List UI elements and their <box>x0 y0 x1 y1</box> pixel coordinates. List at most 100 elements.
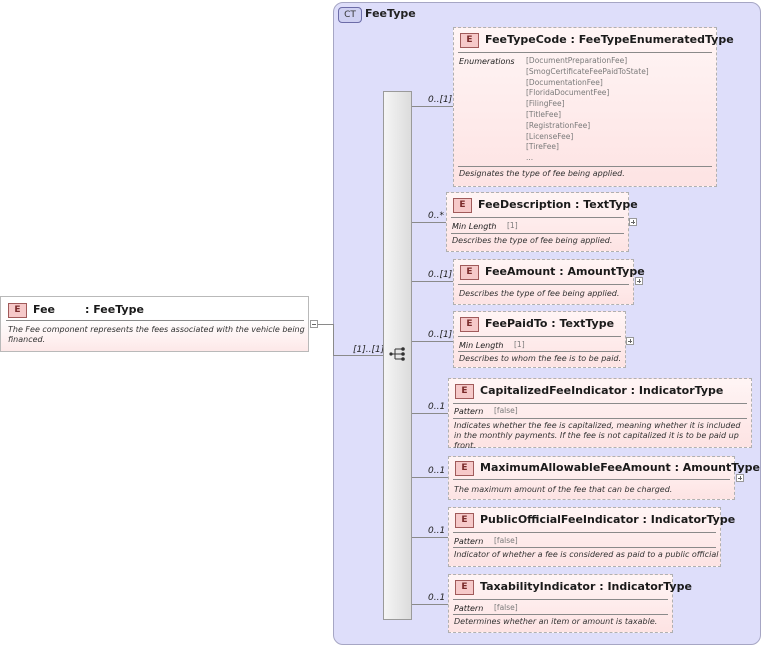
cardinality: 0..[1] <box>428 330 453 340</box>
cardinality: 0..[1] <box>428 270 453 280</box>
expand-icon[interactable] <box>635 277 643 285</box>
enumeration-value: [RegistrationFee] <box>526 120 591 130</box>
element-title: CapitalizedFeeIndicator : IndicatorType <box>480 384 724 397</box>
element-maximumallowablefeeamount[interactable]: E MaximumAllowableFeeAmount : AmountType… <box>448 456 760 500</box>
connector-line <box>318 324 333 325</box>
divider <box>458 351 621 352</box>
element-title: FeeAmount : AmountType <box>485 265 645 278</box>
divider <box>458 336 621 337</box>
element-badge: E <box>8 303 27 318</box>
element-feeamount[interactable]: E FeeAmount : AmountType Describes the t… <box>453 259 645 305</box>
enumeration-value: [SmogCertificateFeePaidToState] <box>526 66 649 76</box>
element-badge: E <box>460 317 479 332</box>
divider <box>453 403 747 404</box>
element-taxabilityindicator[interactable]: E TaxabilityIndicator : IndicatorType Pa… <box>448 574 692 633</box>
cardinality: 0..1 <box>428 466 446 476</box>
element-publicofficialfeeindicator[interactable]: E PublicOfficialFeeIndicator : Indicator… <box>448 507 735 567</box>
divider <box>453 599 668 600</box>
element-title: MaximumAllowableFeeAmount : AmountType <box>480 461 760 474</box>
sequence-compositor[interactable] <box>383 91 412 620</box>
branch-line <box>412 413 448 414</box>
element-capitalizedfeeindicator[interactable]: E CapitalizedFeeIndicator : IndicatorTyp… <box>448 378 752 450</box>
cardinality: 0..[1] <box>428 95 453 105</box>
root-element-fee[interactable]: E Fee : FeeType The Fee component repres… <box>0 296 309 352</box>
enumeration-ellipsis: ... <box>526 153 534 163</box>
connector-line <box>333 355 383 356</box>
element-feedescription[interactable]: E FeeDescription : TextType Min Length [… <box>446 192 638 252</box>
branch-line <box>412 106 453 107</box>
root-element-type: : FeeType <box>85 303 144 316</box>
divider <box>453 532 716 533</box>
element-badge: E <box>460 33 479 48</box>
facet-label: Pattern <box>454 407 484 416</box>
root-cardinality: [1]..[1] <box>353 345 385 355</box>
element-description: The maximum amount of the fee that can b… <box>454 485 673 494</box>
element-badge: E <box>455 384 474 399</box>
element-badge: E <box>455 580 474 595</box>
element-feetypecode[interactable]: E FeeTypeCode : FeeTypeEnumeratedType En… <box>453 27 734 187</box>
cardinality: 0..1 <box>428 402 446 412</box>
divider <box>451 233 624 234</box>
element-title: FeePaidTo : TextType <box>485 317 615 330</box>
element-title: FeeDescription : TextType <box>478 198 638 211</box>
facet-label: Pattern <box>454 604 484 613</box>
branch-line <box>412 604 448 605</box>
element-description: Describes to whom the fee is to be paid. <box>459 354 622 363</box>
element-badge: E <box>460 265 479 280</box>
element-description: Describes the type of fee being applied. <box>459 289 620 298</box>
branch-line <box>412 477 448 478</box>
complex-type-badge: CT <box>338 7 362 23</box>
facet-label: Enumerations <box>459 57 515 66</box>
divider <box>6 320 304 321</box>
divider <box>453 418 747 419</box>
enumeration-value: [DocumentPreparationFee] <box>526 56 628 65</box>
branch-line <box>412 341 453 342</box>
facet-value: [false] <box>494 536 518 545</box>
element-description: Designates the type of fee being applied… <box>459 169 625 178</box>
expand-icon[interactable] <box>629 218 637 226</box>
enumeration-value: [LicenseFee] <box>526 131 574 141</box>
enumeration-value: [FilingFee] <box>526 99 565 109</box>
element-title: FeeTypeCode : FeeTypeEnumeratedType <box>485 33 734 46</box>
element-description: Indicator of whether a fee is considered… <box>454 550 719 559</box>
enumeration-value: [TitleFee] <box>526 109 562 119</box>
element-title: PublicOfficialFeeIndicator : IndicatorTy… <box>480 513 736 526</box>
element-badge: E <box>455 513 474 528</box>
cardinality: 0..1 <box>428 593 446 603</box>
element-description: Describes the type of fee being applied. <box>452 236 613 245</box>
connector-line <box>333 324 334 355</box>
divider <box>458 52 712 53</box>
facet-label: Pattern <box>454 537 484 546</box>
divider <box>453 614 668 615</box>
facet-label: Min Length <box>459 341 504 350</box>
complex-type-name: FeeType <box>365 7 416 20</box>
expand-icon[interactable] <box>736 474 744 482</box>
divider <box>453 479 730 480</box>
element-description: Determines whether an item or amount is … <box>454 617 658 626</box>
facet-label: Min Length <box>452 222 497 231</box>
divider <box>453 547 716 548</box>
cardinality: 0..1 <box>428 526 446 536</box>
cardinality: 0..* <box>428 211 444 221</box>
element-title: TaxabilityIndicator : IndicatorType <box>480 580 692 593</box>
facet-value: [false] <box>494 406 518 415</box>
facet-value: [1] <box>507 221 518 230</box>
enumeration-value: [DocumentationFee] <box>526 77 603 87</box>
element-badge: E <box>455 461 474 476</box>
facet-value: [1] <box>514 340 525 349</box>
branch-line <box>412 537 448 538</box>
root-element-description: The Fee component represents the fees as… <box>8 325 305 344</box>
enumeration-value: [FloridaDocumentFee] <box>526 88 610 98</box>
sequence-icon <box>389 347 405 361</box>
element-description: Indicates whether the fee is capitalized… <box>454 421 741 450</box>
branch-line <box>412 222 446 223</box>
collapse-icon[interactable] <box>310 320 318 328</box>
element-feepaidto[interactable]: E FeePaidTo : TextType Min Length [1] De… <box>453 311 626 368</box>
branch-line <box>412 281 453 282</box>
expand-icon[interactable] <box>626 337 634 345</box>
element-badge: E <box>453 198 472 213</box>
divider <box>458 166 712 167</box>
enumeration-list: [DocumentPreparationFee] [SmogCertificat… <box>526 56 649 164</box>
facet-value: [false] <box>494 603 518 612</box>
enumeration-value: [TireFee] <box>526 142 559 152</box>
